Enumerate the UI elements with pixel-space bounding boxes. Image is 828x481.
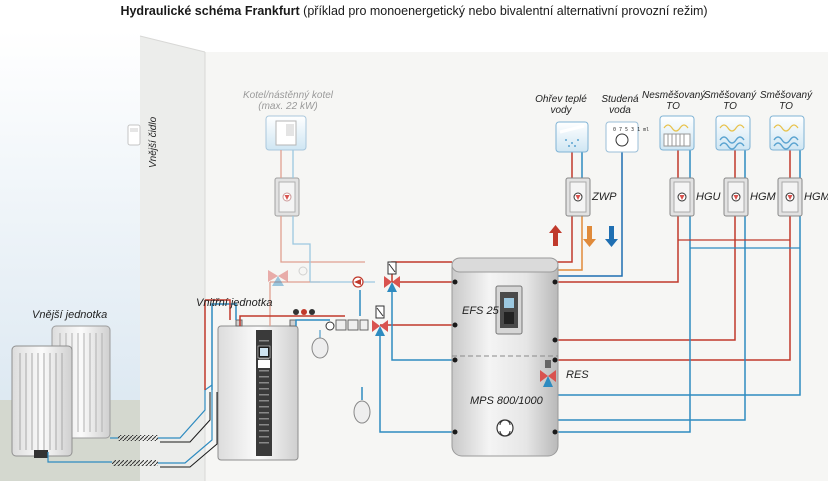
res-valve-icon [540,360,556,387]
cold-water-label: Studená voda [594,94,646,116]
radiator-unmixed-icon [659,115,695,151]
dhw-label: Ohřev teplé vody [534,94,588,116]
boiler-mixing-valve-icon [268,270,288,286]
expansion-vessel-lower-icon [353,400,371,424]
to-mixed-1-label-line2: TO [723,101,737,112]
hgm-1-label: HGM [750,191,776,203]
expansion-vessel-upper-icon [311,330,329,359]
three-way-valve-lower-icon [372,305,388,336]
insulated-pipe-1 [118,435,158,441]
hgu-pump-group-icon [669,177,695,217]
outdoor-sensor-label: Vnější čidlo [148,116,159,168]
indoor-unit-icon [217,325,299,461]
res-label: RES [566,369,589,381]
dhw-label-line1: Ohřev teplé [535,94,587,105]
indoor-unit-label: Vnitřní jednotka [196,297,273,309]
insulated-pipe-2 [112,460,158,466]
tank-label: MPS 800/1000 [470,395,543,407]
zwp-label: ZWP [592,191,617,203]
efs-station-icon [495,285,523,335]
underfloor-mixed-2-icon [769,115,805,151]
to-mixed-2-label: Směšovaný TO [758,90,814,112]
house-wall [140,36,205,481]
hgm-pump-group-2-icon [777,177,803,217]
dhw-shower-icon [555,121,589,153]
hgm-pump-group-1-icon [723,177,749,217]
underfloor-mixed-1-icon [715,115,751,151]
boiler-label-line1: Kotel/nástěnný kotel [242,90,334,101]
to-unmixed-label-line1: Nesměšovaný [642,90,706,101]
pump-indicator-icon [325,321,335,331]
tank-circulation-icon [496,419,514,437]
indoor-unit-display [260,348,268,356]
hgu-label: HGU [696,191,721,203]
to-mixed-1-label-line1: Směšovaný [703,90,757,101]
to-mixed-2-label-line2: TO [779,101,793,112]
boiler-check-valve-icon [298,266,308,276]
dhw-label-line2: vody [550,105,572,116]
diagram-title: Hydraulické schéma Frankfurt (příklad pr… [120,4,708,18]
outdoor-unit-icon [11,325,111,458]
hgm-2-label: HGM [804,191,828,203]
to-unmixed-label-line2: TO [666,101,680,112]
cold-water-label-line1: Studená [601,94,639,105]
to-mixed-2-label-line1: Směšovaný [759,90,813,101]
efs-label: EFS 25 [462,305,499,317]
zwp-pump-icon [565,177,591,217]
safety-group-icon [293,309,315,315]
boiler-icon [265,115,307,151]
to-unmixed-label: Nesměšovaný TO [642,90,706,112]
boiler-pump-group-icon [274,177,300,217]
outdoor-unit-label: Vnější jednotka [32,309,108,321]
filter-icon [335,319,369,331]
dhw-warm-arrow-icon [583,226,596,247]
three-way-valve-upper-icon [384,261,400,292]
cold-water-label-line2: voda [609,105,631,116]
cold-water-meter-reading: 0 7 5 3 1 ml [613,127,649,133]
to-mixed-1-label: Směšovaný TO [702,90,758,112]
boiler-label: Kotel/nástěnný kotel (max. 22 kW) [240,90,336,112]
storage-tank-icon [451,257,559,457]
boiler-label-line2: (max. 22 kW) [258,101,318,112]
dhw-hot-arrow-icon [549,225,562,246]
cold-water-arrow-icon [605,226,618,247]
check-valve-icon [352,276,364,288]
cold-water-meter-icon [605,121,639,153]
